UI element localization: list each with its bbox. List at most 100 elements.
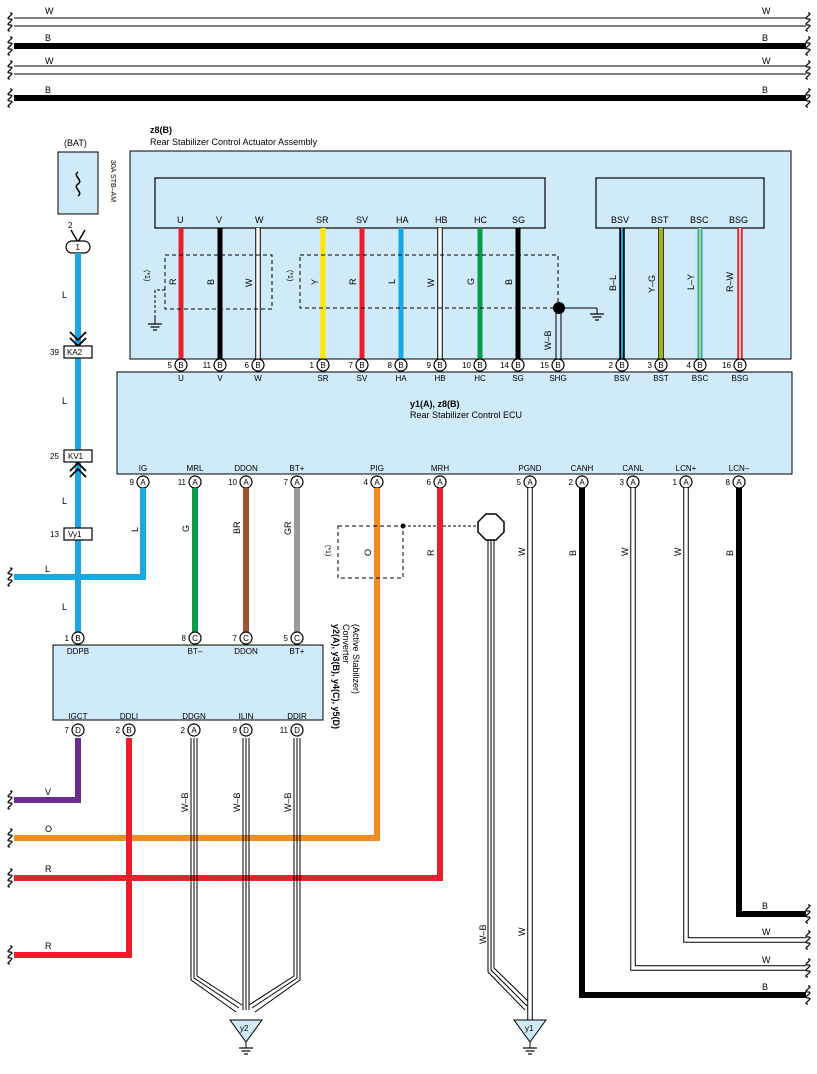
- top-wire-label: W: [762, 6, 771, 16]
- pin-label: SR: [317, 374, 328, 383]
- svg-text:V: V: [45, 787, 51, 797]
- pin-number: 8: [726, 478, 731, 487]
- actuator-name: Rear Stabilizer Control Actuator Assembl…: [150, 137, 318, 147]
- connector-letter: A: [140, 478, 146, 487]
- pin-label: V: [217, 374, 223, 383]
- svg-text:L: L: [130, 527, 140, 532]
- pin-number: 11: [178, 478, 187, 487]
- top-wire-label: W: [45, 56, 54, 66]
- pin-number: 10: [462, 361, 471, 370]
- svg-text:W–B: W–B: [180, 792, 190, 812]
- connector-letter: C: [294, 634, 300, 643]
- svg-text:SV: SV: [356, 215, 368, 225]
- pin-label: U: [178, 374, 184, 383]
- svg-text:R–W: R–W: [725, 271, 735, 292]
- connector-letter: B: [178, 361, 183, 370]
- pin-label: BSG: [732, 374, 749, 383]
- svg-text:HC: HC: [474, 215, 487, 225]
- connector-letter: B: [398, 361, 403, 370]
- svg-text:O: O: [45, 824, 52, 834]
- pin-number: 9: [130, 478, 135, 487]
- svg-text:R: R: [168, 278, 178, 285]
- power-feed: (BAT) 30A STB–AM 2 1 L L L L KA2 39 KV1 …: [50, 138, 116, 632]
- pin-label: ILIN: [239, 712, 254, 721]
- svg-text:L: L: [45, 564, 50, 574]
- pin-number: 1: [673, 478, 678, 487]
- pin-number: 11: [280, 726, 289, 735]
- pin-label: BT+: [290, 464, 305, 473]
- converter-ref: y2(A), y3(B), y4(C), y5(D): [331, 624, 341, 729]
- pin-number: 7: [284, 478, 289, 487]
- svg-text:R: R: [348, 278, 358, 285]
- connector-pin: 25: [50, 452, 59, 461]
- connector-letter: A: [683, 478, 689, 487]
- wire-label: L: [62, 396, 67, 406]
- fuse-box: [57, 151, 99, 215]
- connector-letter: B: [658, 361, 663, 370]
- connector-letter: D: [294, 726, 300, 735]
- connector-letter: C: [192, 634, 198, 643]
- actuator-assembly: z8(B) Rear Stabilizer Control Actuator A…: [129, 125, 792, 360]
- svg-text:G: G: [181, 525, 191, 532]
- actuator-ref: z8(B): [150, 125, 172, 135]
- svg-text:BSC: BSC: [690, 215, 709, 225]
- pin-number: 6: [245, 361, 250, 370]
- connector-letter: B: [477, 361, 482, 370]
- pin-number: 7: [349, 361, 354, 370]
- converter-box: y2(A), y3(B), y4(C), y5(D) Converter (Ac…: [7, 624, 361, 1013]
- svg-text:BSV: BSV: [611, 215, 629, 225]
- ecu-name: Rear Stabilizer Control ECU: [410, 410, 522, 420]
- pin-number: 16: [722, 361, 731, 370]
- svg-text:V: V: [216, 215, 222, 225]
- svg-text:W: W: [244, 278, 254, 287]
- connector-letter: A: [294, 478, 300, 487]
- pin-number: 15: [540, 361, 549, 370]
- connector-letter: B: [359, 361, 364, 370]
- connector-letter: A: [374, 478, 380, 487]
- pin-number: 11: [203, 361, 212, 370]
- pin-number: 1: [65, 634, 70, 643]
- ground-y2: y2: [229, 1019, 263, 1055]
- pin-number: 8: [388, 361, 393, 370]
- svg-text:R: R: [45, 864, 52, 874]
- connector-letter: A: [630, 478, 636, 487]
- fuse-icon: [75, 171, 81, 197]
- pin-number: 7: [65, 726, 70, 735]
- svg-text:y2: y2: [240, 1024, 249, 1033]
- pin-label: DDIR: [287, 712, 307, 721]
- battery-label: (BAT): [64, 138, 87, 148]
- svg-text:W: W: [255, 215, 264, 225]
- pin-number: 9: [427, 361, 432, 370]
- pin-number: 1: [310, 361, 315, 370]
- svg-text:R: R: [45, 941, 52, 951]
- pin-number: 5: [284, 634, 289, 643]
- pin-label: MRL: [187, 464, 204, 473]
- pin-label: HA: [395, 374, 407, 383]
- top-wire-label: W: [45, 6, 54, 16]
- pin-number: 2: [116, 726, 121, 735]
- converter-sub: (Active Stabilizer): [351, 624, 361, 694]
- top-wire-label: B: [45, 33, 51, 43]
- connector-letter: B: [320, 361, 325, 370]
- svg-text:W: W: [673, 547, 683, 556]
- svg-text:W: W: [426, 278, 436, 287]
- connector-letter: A: [527, 478, 533, 487]
- connector-letter: B: [217, 361, 222, 370]
- pin-label: MRH: [431, 464, 449, 473]
- lower-wires: L L G BR GR O O (*1) R R W–B W: [7, 488, 811, 1020]
- pin-label: PIG: [370, 464, 384, 473]
